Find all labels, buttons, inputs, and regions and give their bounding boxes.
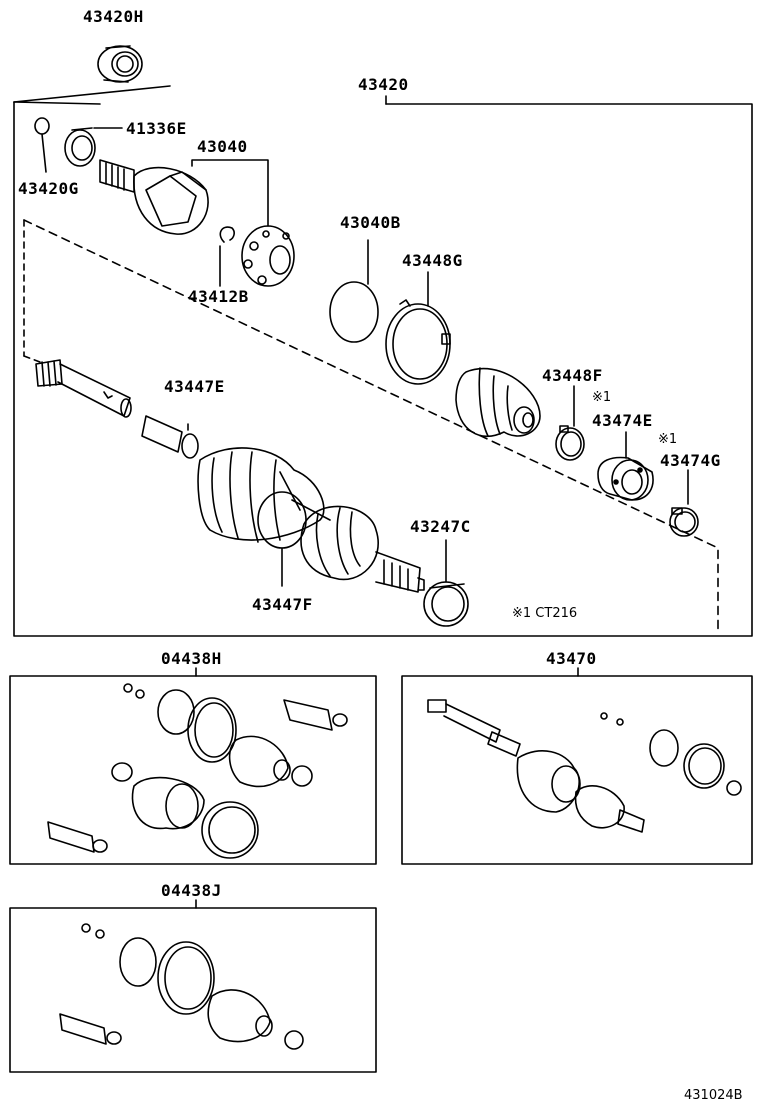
label-43247C: 43247C <box>410 517 471 536</box>
ring-41336E-icon <box>64 127 123 167</box>
kit-43470-parts-icon <box>427 699 742 833</box>
note-mark-1: ※1 <box>592 390 612 405</box>
ring-43040B-icon <box>329 239 379 343</box>
label-43447E: 43447E <box>164 377 225 396</box>
outer-joint-43040-icon <box>99 159 209 235</box>
small-clamp-43448F-icon <box>555 385 585 461</box>
note-mark-2: ※1 <box>658 432 678 447</box>
label-04438H: 04438H <box>161 649 222 668</box>
label-41336E: 41336E <box>126 119 187 138</box>
boot-icon <box>455 367 541 437</box>
label-43420H: 43420H <box>83 7 144 26</box>
label-43447F: 43447F <box>252 595 313 614</box>
outer-housing-icon <box>300 505 425 593</box>
kit-04438H-parts-icon <box>47 683 348 859</box>
label-43448G: 43448G <box>402 251 463 270</box>
boot-clamp-43448G-icon <box>385 271 451 385</box>
label-43412B: 43412B <box>188 287 249 306</box>
diagram-id: 431024B <box>684 1088 743 1103</box>
label-43470: 43470 <box>546 649 597 668</box>
ball-cage-icon <box>241 225 295 287</box>
circlip-43412B-icon <box>219 226 235 287</box>
label-43420G: 43420G <box>18 179 79 198</box>
clamp-43474G-icon <box>669 469 699 537</box>
label-43448F: 43448F <box>542 366 603 385</box>
label-04438J: 04438J <box>161 881 222 900</box>
label-43040B: 43040B <box>340 213 401 232</box>
ct-note: ※1 CT216 <box>512 606 578 621</box>
label-43474G: 43474G <box>660 451 721 470</box>
bearing-43420H-icon <box>97 45 143 83</box>
label-43474E: 43474E <box>592 411 653 430</box>
label-43040: 43040 <box>197 137 248 156</box>
leader-43040 <box>191 159 269 227</box>
label-43420: 43420 <box>358 75 409 94</box>
drive-shaft-icon <box>35 359 199 459</box>
kit-04438J-parts-icon <box>59 923 304 1050</box>
kit-04438H-frame <box>9 667 377 865</box>
snap-ring-43420G-icon <box>34 117 50 173</box>
bearing-43474E-icon <box>597 431 654 501</box>
main-assembly-frame <box>13 85 753 637</box>
seal-43247C-icon <box>423 539 469 627</box>
kit-04438J-frame <box>9 899 377 1073</box>
inner-boot-icon <box>197 447 331 549</box>
kit-43470-frame <box>401 667 753 865</box>
